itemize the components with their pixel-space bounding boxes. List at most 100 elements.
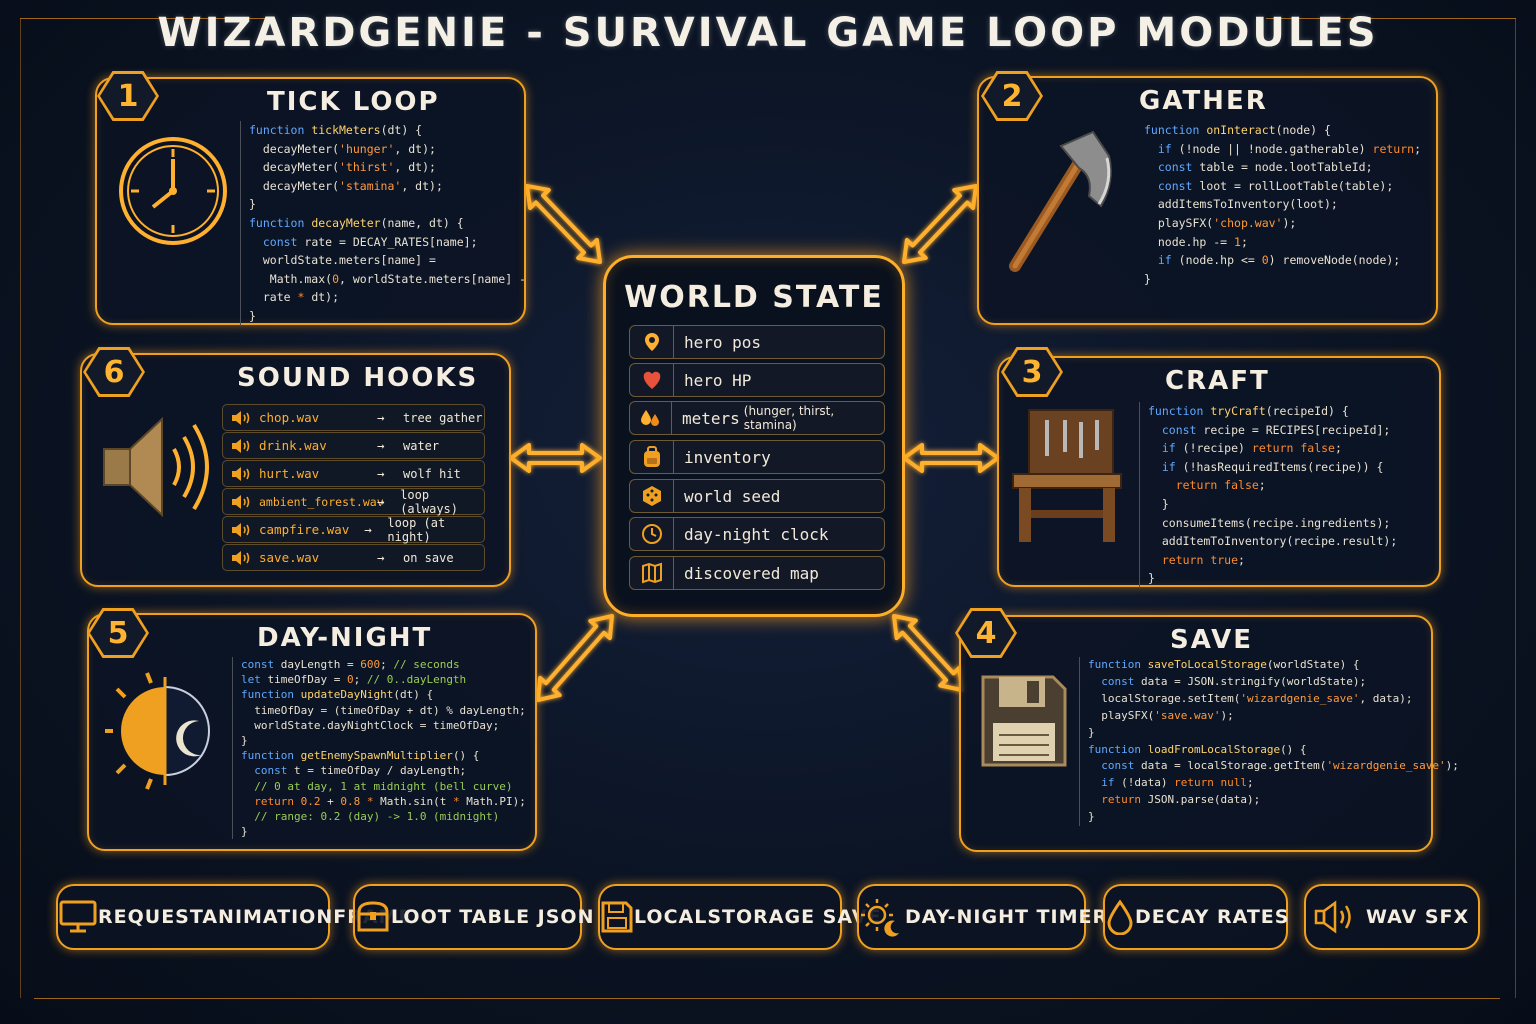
- sound-file: chop.wav: [259, 410, 320, 425]
- arrow-right-icon: →: [377, 438, 385, 453]
- arrow-right-icon: →: [364, 522, 372, 537]
- footer-tag-monitor: REQUESTANIMATIONFRAME: [56, 884, 411, 950]
- sound-target: water: [403, 438, 440, 453]
- dice-icon: [630, 479, 674, 513]
- double-arrow-icon: [892, 614, 964, 692]
- footer-tag-drop: DECAY RATES: [1103, 884, 1288, 950]
- sound-icon: [231, 550, 253, 566]
- day-night-title: DAY-NIGHT: [257, 623, 433, 653]
- arrow-right-icon: →: [377, 466, 385, 481]
- sound-target: wolf hit: [403, 466, 461, 481]
- footer-tag-floppy-disk: LOCALSTORAGE SAVE: [598, 884, 880, 950]
- clock-icon: [630, 517, 674, 551]
- footer-tag-chest: LOOT TABLE JSON: [353, 884, 594, 950]
- footer-tag-label: DAY-NIGHT TIMER: [905, 906, 1109, 928]
- sound-hook-row: hurt.wav→wolf hit: [222, 460, 485, 487]
- drops-icon: [630, 401, 672, 435]
- arrow-right-icon: →: [377, 410, 385, 425]
- save-title: SAVE: [1170, 625, 1253, 655]
- tick-loop-code: function tickMeters(dt) { decayMeter('hu…: [240, 121, 526, 326]
- sound-target: loop (always): [400, 487, 458, 516]
- frame-left: [20, 18, 21, 998]
- axe-icon: [991, 126, 1121, 280]
- footer-tag-speaker: WAV SFX: [1304, 884, 1480, 950]
- speaker-icon: [1306, 899, 1366, 935]
- world-state-item-label: inventory: [684, 447, 771, 467]
- save-panel: SAVE function saveToLocalStorage(worldSt…: [959, 615, 1459, 852]
- footer-tag-label: WAV SFX: [1366, 906, 1470, 928]
- sound-hook-row: save.wav→on save: [222, 544, 485, 571]
- sound-file: save.wav: [259, 550, 320, 565]
- craft-title: CRAFT: [1165, 366, 1270, 396]
- craft-code: function tryCraft(recipeId) { const reci…: [1139, 402, 1397, 588]
- double-arrow-icon: [536, 614, 614, 702]
- gather-title: GATHER: [1139, 86, 1268, 116]
- code-line: function tickMeters(dt) {: [249, 123, 423, 137]
- world-state-item: day-night clock: [629, 517, 885, 551]
- sound-hook-row: ambient_forest.wav→ loop (always): [222, 487, 485, 516]
- drop-icon: [1105, 899, 1135, 935]
- sound-icon: [231, 494, 253, 510]
- sun-moon-icon: [103, 669, 227, 797]
- page-title: WIZARDGENIE - SURVIVAL GAME LOOP MODULES: [157, 10, 1379, 56]
- world-state-item-sub: (hunger, thirst, stamina): [743, 404, 835, 432]
- arrow-right-icon: →: [377, 550, 385, 565]
- world-state-item: discovered map: [629, 556, 885, 590]
- backpack-icon: [630, 440, 674, 474]
- arrow-right-icon: →: [377, 494, 385, 509]
- chest-icon: [355, 900, 391, 934]
- world-state-item: world seed: [629, 479, 885, 513]
- craft-panel: CRAFT function tryCraft(recipeId) { cons…: [997, 356, 1441, 588]
- sound-hooks-title: SOUND HOOKS: [237, 363, 479, 393]
- frame-top-left: [20, 18, 270, 19]
- save-code: function saveToLocalStorage(worldState) …: [1079, 657, 1459, 827]
- footer-tag-sun-moon: DAY-NIGHT TIMER: [857, 884, 1107, 950]
- double-arrow-icon: [525, 184, 602, 264]
- sound-icon: [231, 522, 253, 538]
- double-arrow-icon: [902, 443, 1000, 473]
- frame-top-right: [1266, 18, 1516, 19]
- world-state-item-label: discovered map: [684, 563, 819, 583]
- sound-target: tree gather: [403, 410, 483, 425]
- world-state-title: WORLD STATE: [624, 280, 884, 315]
- footer-tag-label: DECAY RATES: [1135, 906, 1290, 928]
- sound-target: loop (at night): [387, 515, 446, 544]
- world-state-item-label: world seed: [684, 486, 781, 506]
- heart-icon: [630, 363, 674, 397]
- module-number-badge: 6: [83, 347, 145, 397]
- world-state-item: meters(hunger, thirst, stamina): [629, 401, 885, 435]
- world-state-item: inventory: [629, 440, 885, 474]
- frame-bottom: [34, 998, 1500, 999]
- world-state-item: hero pos: [629, 325, 885, 359]
- sound-file: drink.wav: [259, 438, 327, 453]
- world-state-item-label: day-night clock: [684, 524, 829, 544]
- monitor-icon: [58, 899, 98, 935]
- sound-hook-row: chop.wav → tree gather: [222, 404, 485, 431]
- sound-file: ambient_forest.wav: [259, 494, 384, 509]
- footer-tag-label: LOOT TABLE JSON: [391, 906, 595, 928]
- floppy-disk-icon: [979, 673, 1069, 773]
- day-night-code: const dayLength = 600; // seconds let ti…: [232, 657, 526, 840]
- world-state-item-label: hero pos: [684, 332, 762, 352]
- sound-icon: [231, 410, 253, 426]
- double-arrow-icon: [902, 184, 978, 264]
- world-state-item: hero HP: [629, 363, 885, 397]
- double-arrow-icon: [509, 443, 602, 473]
- sound-icon: [231, 466, 253, 482]
- sound-hook-row: drink.wav → water: [222, 432, 485, 459]
- footer-tag-label: REQUESTANIMATIONFRAME: [98, 906, 413, 928]
- workbench-icon: [1007, 406, 1127, 550]
- footer-tag-label: LOCALSTORAGE SAVE: [634, 906, 882, 928]
- world-state-hub: WORLD STATE hero pos hero HP meters(hunger…: [603, 255, 905, 617]
- gather-panel: GATHER function onInteract(node) { if (!…: [977, 76, 1438, 325]
- day-night-panel: DAY-NIGHT const dayLength = 600; // seco…: [87, 613, 537, 851]
- tick-loop-panel: TICK LOOP function tickMeters(dt) { deca…: [95, 77, 526, 326]
- clock-icon: [117, 135, 229, 251]
- sound-hook-row: campfire.wav → loop (at night): [222, 515, 485, 544]
- sound-icon: [231, 438, 253, 454]
- map-icon: [630, 556, 674, 590]
- sun-moon-icon: [859, 897, 905, 937]
- floppy-disk-icon: [600, 900, 634, 934]
- tick-loop-title: TICK LOOP: [267, 87, 440, 117]
- sound-file: campfire.wav: [259, 522, 350, 537]
